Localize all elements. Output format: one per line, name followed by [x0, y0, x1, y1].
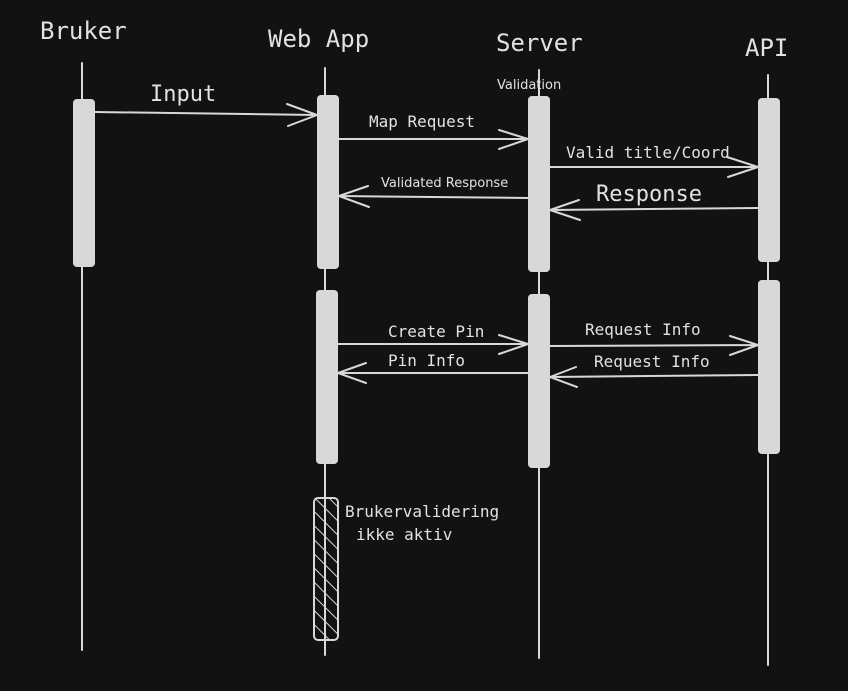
hatched-inactive-box: [313, 497, 339, 641]
message-response-label: Response: [596, 182, 702, 207]
message-validated-response-label: Validated Response: [381, 176, 508, 191]
activation-web-app-2: [316, 290, 338, 464]
activation-server-1: [528, 96, 550, 272]
arrow-validated-response: [338, 185, 529, 208]
activation-bruker: [73, 99, 95, 267]
activation-api-2: [758, 280, 780, 454]
activation-web-app-1: [317, 95, 339, 269]
arrow-response: [549, 199, 759, 221]
actor-api: API: [745, 34, 788, 62]
message-pin-info-label: Pin Info: [388, 351, 465, 370]
validation-note: Validation: [497, 78, 561, 93]
message-create-pin-label: Create Pin: [388, 322, 484, 341]
arrow-request-info-back: [549, 366, 759, 388]
message-input-label: Input: [150, 82, 216, 107]
message-map-request-label: Map Request: [369, 112, 475, 131]
actor-web-app: Web App: [268, 25, 369, 53]
arrow-pin-info: [337, 362, 529, 384]
activation-server-2: [528, 294, 550, 468]
message-valid-title-coord-label: Valid title/Coord: [566, 143, 730, 162]
arrow-input: [94, 103, 318, 127]
arrow-valid-title-coord: [549, 156, 759, 178]
brukervalidering-note-line2: ikke aktiv: [356, 525, 452, 544]
message-request-info-back-label: Request Info: [594, 352, 710, 371]
arrow-create-pin: [337, 334, 529, 355]
arrow-map-request: [338, 129, 529, 150]
arrow-request-info-out: [549, 335, 759, 356]
actor-bruker: Bruker: [40, 17, 127, 45]
activation-api-1: [758, 98, 780, 262]
actor-server: Server: [496, 29, 583, 57]
brukervalidering-note-line1: Brukervalidering: [345, 502, 499, 521]
message-request-info-out-label: Request Info: [585, 320, 701, 339]
